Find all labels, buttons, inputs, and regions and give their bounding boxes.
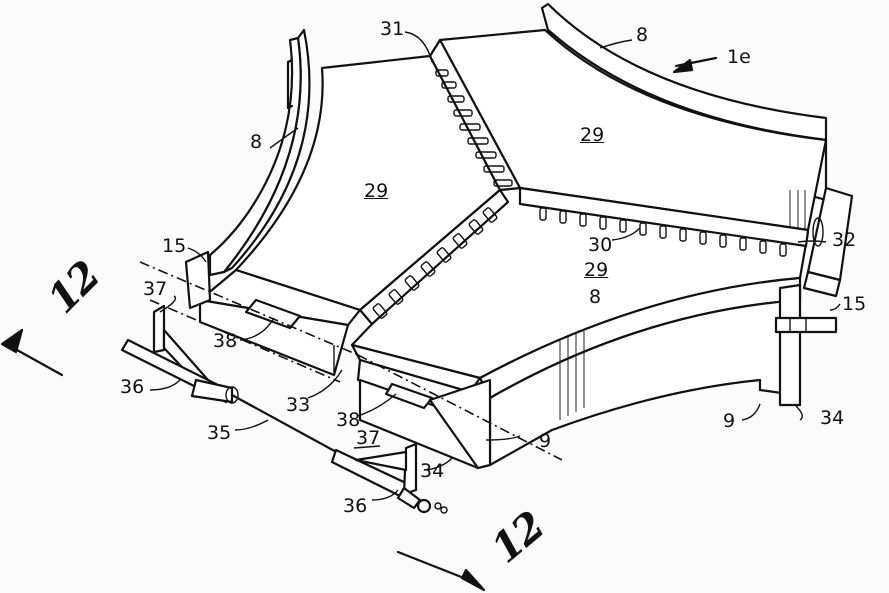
ref-36-left: 36 bbox=[120, 376, 145, 398]
end-block-32 bbox=[802, 186, 854, 298]
teeth-30 bbox=[518, 186, 810, 257]
ref-29-right: 29 bbox=[580, 124, 605, 146]
ref-9-mid: 9 bbox=[539, 430, 552, 452]
ref-8-lower: 8 bbox=[589, 286, 602, 308]
lower-curved-wall bbox=[478, 276, 802, 467]
actuator bbox=[120, 304, 448, 514]
lower-block bbox=[350, 343, 492, 470]
right-plate bbox=[438, 28, 828, 232]
ref-36-bottom: 36 bbox=[343, 495, 368, 517]
ref-31: 31 bbox=[380, 18, 405, 40]
left-curved-wall bbox=[208, 28, 311, 277]
ref-15-right: 15 bbox=[842, 293, 867, 315]
ref-38-left: 38 bbox=[213, 330, 238, 352]
ref-34-right: 34 bbox=[820, 407, 845, 429]
ref-32: 32 bbox=[832, 229, 857, 251]
section-arrow-bottom bbox=[396, 56, 718, 592]
ref-33: 33 bbox=[286, 394, 311, 416]
ref-15-left: 15 bbox=[162, 235, 187, 257]
ref-1e: 1e bbox=[727, 46, 751, 68]
ref-37-mid: 37 bbox=[356, 427, 381, 449]
fitting-15-right bbox=[774, 316, 838, 334]
ref-29-left: 29 bbox=[364, 180, 389, 202]
ref-8-left: 8 bbox=[250, 131, 263, 153]
fitting-15-left bbox=[184, 250, 212, 310]
ref-29-lower: 29 bbox=[584, 259, 609, 281]
ref-30: 30 bbox=[588, 234, 613, 256]
ref-8-top: 8 bbox=[636, 24, 649, 46]
center-lines bbox=[139, 261, 563, 461]
section-arrow-left bbox=[0, 328, 64, 377]
ref-38-mid: 38 bbox=[336, 409, 361, 431]
ref-37-left: 37 bbox=[143, 278, 168, 300]
teeth-lower-left bbox=[358, 188, 510, 326]
ref-34-mid: 34 bbox=[420, 460, 445, 482]
ref-35: 35 bbox=[207, 422, 232, 444]
leaders bbox=[149, 31, 841, 501]
ref-9-right: 9 bbox=[723, 410, 736, 432]
